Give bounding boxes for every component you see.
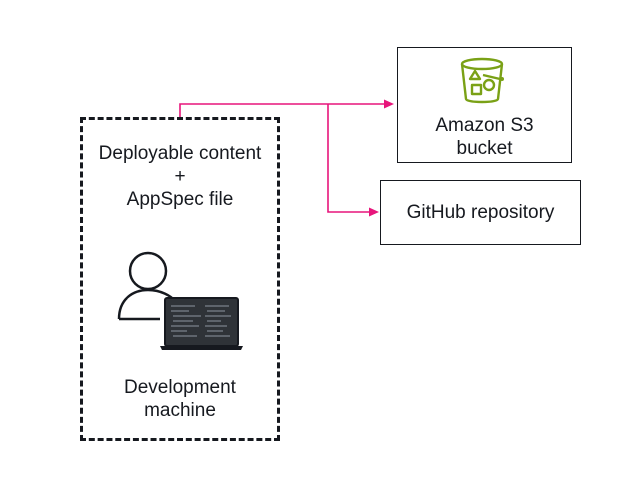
content-line-2: AppSpec file [126, 189, 234, 210]
developer-laptop-icon [117, 251, 243, 350]
amazon-s3-bucket-box: Amazon S3 bucket [397, 47, 572, 163]
arrowhead-s3 [384, 99, 394, 109]
s3-bucket-icon [460, 57, 504, 104]
s3-line-1: Amazon S3 [435, 115, 534, 136]
machine-line-1: Development [124, 377, 236, 398]
content-plus: + [174, 166, 186, 187]
s3-label: Amazon S3 bucket [398, 114, 571, 160]
content-line-1: Deployable content [98, 143, 262, 164]
connector-to-github [327, 104, 370, 213]
s3-line-2: bucket [456, 138, 513, 159]
development-machine-box: Deployable content + AppSpec file [80, 117, 280, 441]
machine-line-2: machine [144, 400, 216, 421]
arrowhead-github [369, 207, 379, 217]
connector-to-s3 [179, 103, 385, 117]
github-label: GitHub repository [406, 202, 555, 223]
development-machine-label: Development machine [83, 376, 277, 422]
content-label: Deployable content + AppSpec file [83, 142, 277, 211]
github-repository-box: GitHub repository [380, 180, 581, 245]
